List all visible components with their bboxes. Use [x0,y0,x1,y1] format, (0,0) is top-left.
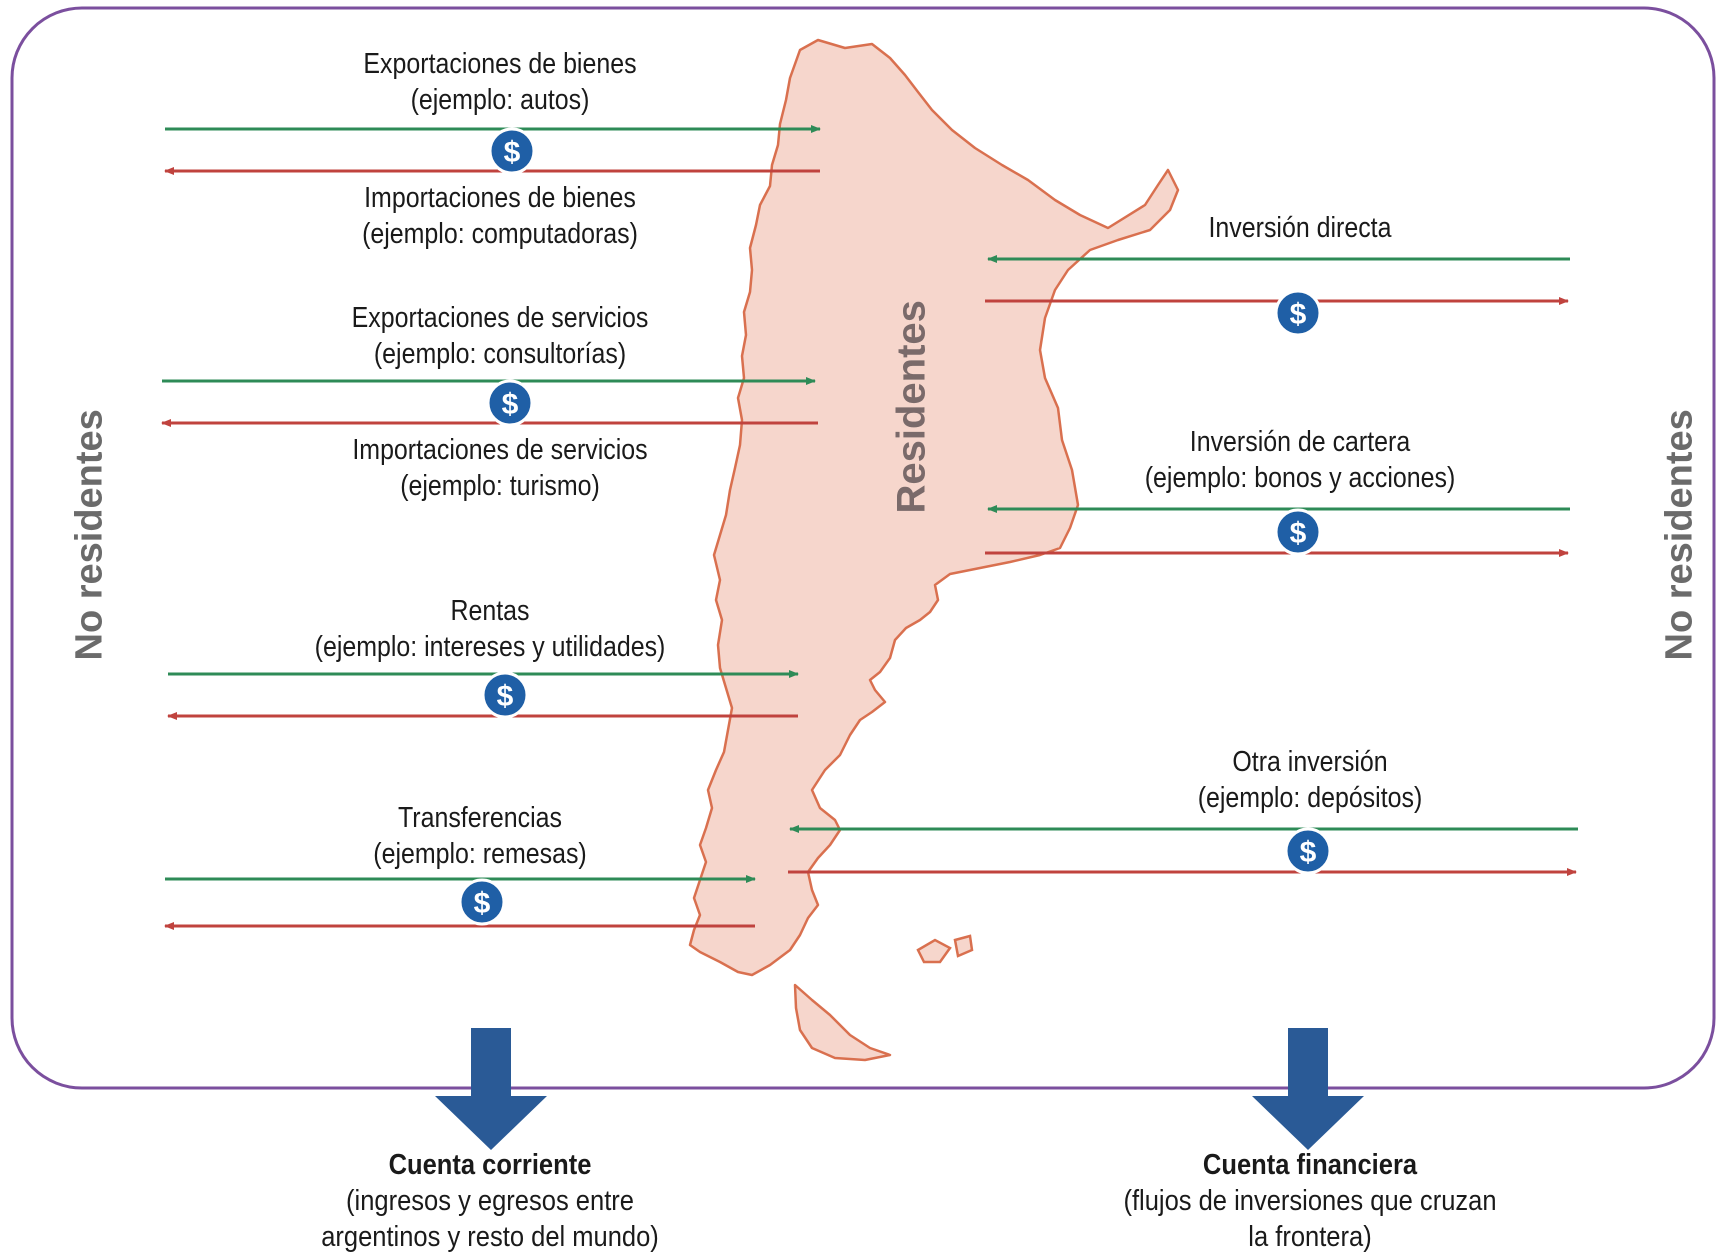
account-description: la frontera) [1248,1221,1372,1253]
label-example: (ejemplo: consultorías) [373,338,627,370]
svg-text:$: $ [504,136,521,169]
account-description: (ingresos y egresos entre [346,1185,634,1217]
label-example: (ejemplo: turismo) [400,470,600,502]
account-description: (flujos de inversiones que cruzan [1123,1185,1497,1217]
label-transferencias: Transferencias (ejemplo: remesas) [317,800,644,872]
label-exportaciones-bienes: Exportaciones de bienes (ejemplo: autos) [319,46,680,118]
label-inversion-directa: Inversión directa [1128,210,1472,246]
dollar-coin-icon: $ [486,379,534,427]
label-line: Inversión directa [1208,212,1392,244]
svg-text:$: $ [1300,836,1317,869]
label-importaciones-servicios: Importaciones de servicios (ejemplo: tur… [302,432,698,504]
dollar-coin-icon: $ [1274,508,1322,556]
dollar-coin-icon: $ [481,671,529,719]
islands [916,934,974,964]
label-line: Exportaciones de servicios [351,302,649,334]
down-arrow-icon [435,1028,547,1150]
label-exportaciones-servicios: Exportaciones de servicios (ejemplo: con… [302,300,698,372]
label-example: (ejemplo: depósitos) [1197,782,1423,814]
label-no-residentes-right: No residentes [1658,409,1701,661]
label-example: (ejemplo: autos) [410,84,590,116]
dollar-coin-icon: $ [458,878,506,926]
svg-text:$: $ [474,887,491,920]
down-arrow-icon [1252,1028,1364,1150]
label-line: Exportaciones de bienes [363,48,637,80]
svg-text:$: $ [502,388,519,421]
label-inversion-cartera: Inversión de cartera (ejemplo: bonos y a… [1111,424,1489,496]
label-line: Transferencias [397,802,563,834]
label-rentas: Rentas (ejemplo: intereses y utilidades) [275,593,705,665]
label-otra-inversion: Otra inversión (ejemplo: depósitos) [1155,744,1465,816]
account-title: Cuenta corriente [388,1149,592,1181]
tierra-del-fuego [793,983,892,1062]
label-line: Otra inversión [1232,746,1388,778]
label-example: (ejemplo: computadoras) [362,218,638,250]
label-residentes: Residentes [889,300,934,514]
dollar-coin-icon: $ [1274,289,1322,337]
label-example: (ejemplo: bonos y acciones) [1144,462,1456,494]
svg-text:$: $ [1290,298,1307,331]
label-line: Rentas [450,595,530,627]
account-financiera: Cuenta financiera (flujos de inversiones… [1116,1147,1503,1255]
label-line: Inversión de cartera [1189,426,1411,458]
label-importaciones-bienes: Importaciones de bienes (ejemplo: comput… [319,180,680,252]
region-frame [10,6,1716,1090]
label-line: Importaciones de bienes [364,182,636,214]
label-line: Importaciones de servicios [352,434,648,466]
label-example: (ejemplo: intereses y utilidades) [314,631,666,663]
label-example: (ejemplo: remesas) [373,838,587,870]
label-no-residentes-left: No residentes [68,409,111,661]
svg-text:$: $ [497,680,514,713]
account-title: Cuenta financiera [1202,1149,1418,1181]
account-corriente: Cuenta corriente (ingresos y egresos ent… [314,1147,666,1255]
account-description: argentinos y resto del mundo) [321,1221,659,1253]
dollar-coin-icon: $ [1284,827,1332,875]
svg-text:$: $ [1290,517,1307,550]
dollar-coin-icon: $ [488,127,536,175]
